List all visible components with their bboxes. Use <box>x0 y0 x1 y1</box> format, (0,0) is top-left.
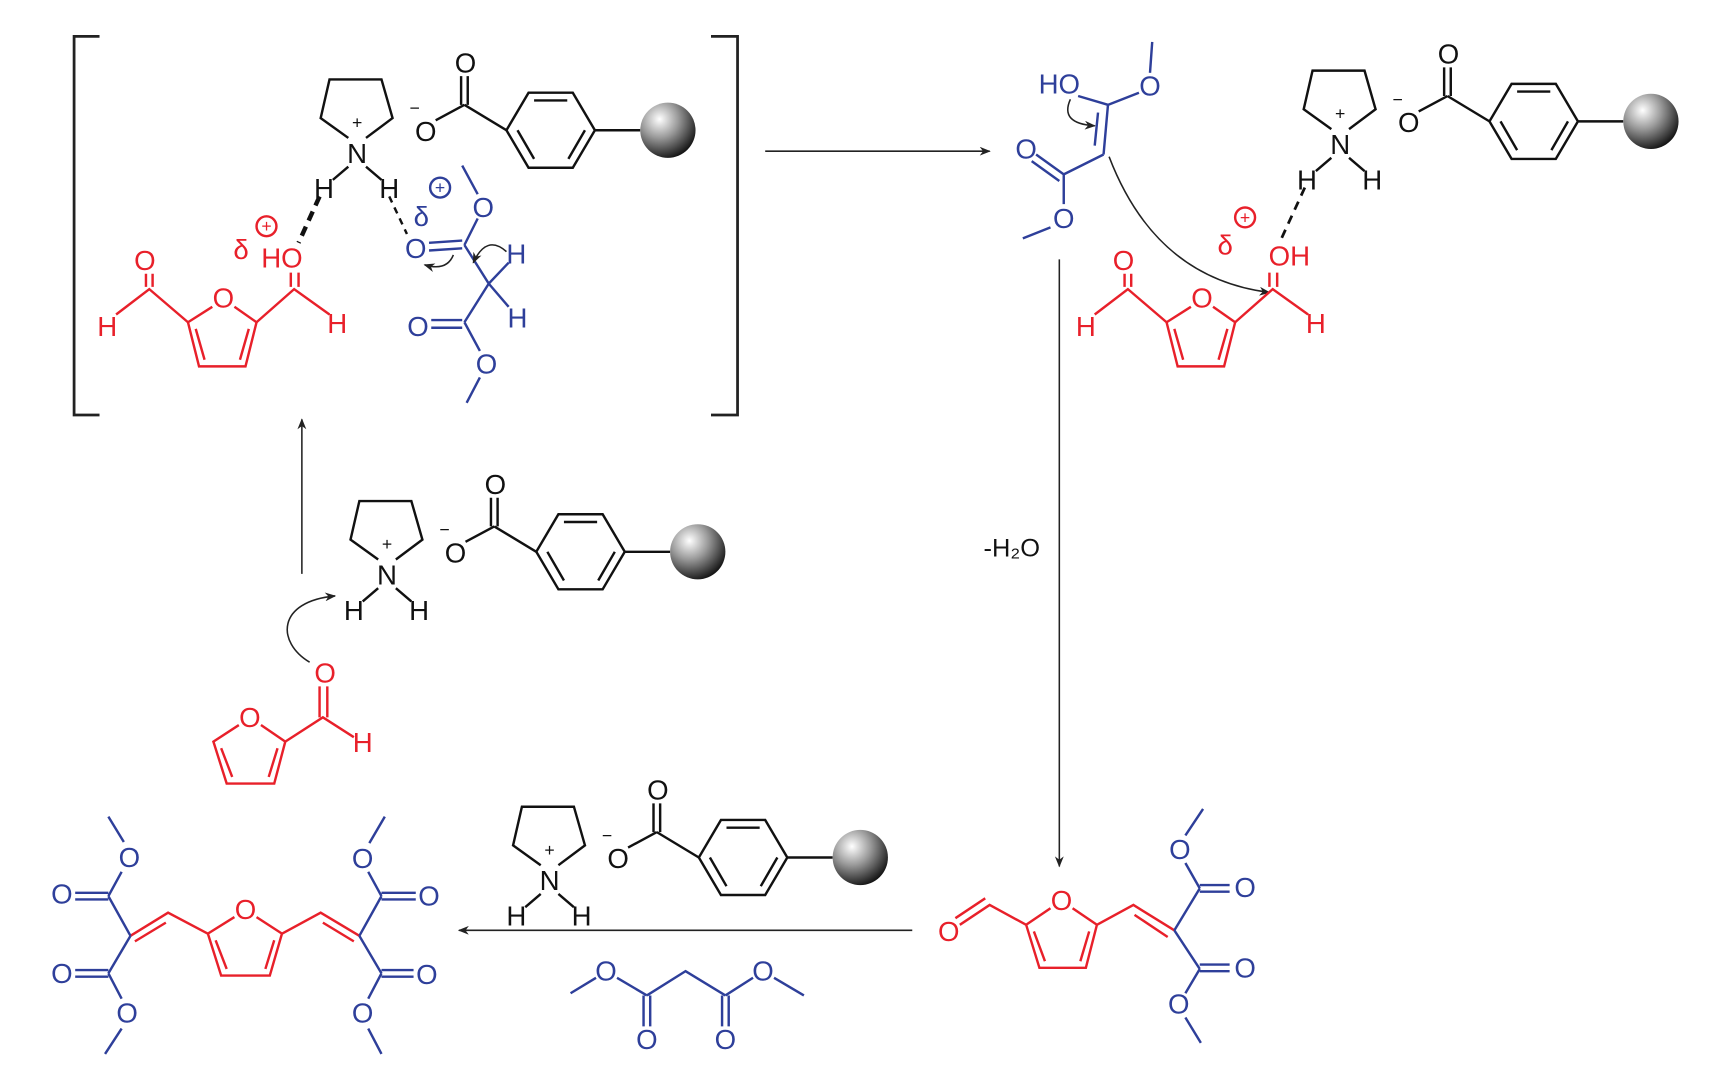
catalyst-transition-state <box>312 46 697 206</box>
atom-o: O <box>418 881 440 912</box>
partial-positive-circle <box>1233 206 1257 229</box>
plus-charge: + <box>435 178 445 198</box>
atom-o: O <box>116 998 138 1029</box>
curved-electron-arrow <box>423 254 455 272</box>
bis-condensation-product: O O O O O O O O O <box>51 816 440 1055</box>
plus-charge: + <box>261 216 271 236</box>
atom-o: O <box>1234 952 1256 983</box>
atom-o: O <box>407 311 429 342</box>
atom-o: O <box>715 1024 737 1055</box>
curved-electron-arrow <box>472 244 507 264</box>
plus-charge: + <box>1240 207 1250 227</box>
atom-o: O <box>416 959 438 990</box>
atom-o: O <box>1234 872 1256 903</box>
atom-o: O <box>1051 885 1073 916</box>
curved-electron-arrow <box>1066 99 1096 130</box>
atom-o: O <box>51 878 73 909</box>
hydrogen-bond-dash <box>296 195 322 244</box>
dialdehyde-transition-state <box>96 243 349 368</box>
left-bracket <box>72 35 100 417</box>
mono-condensation-product: O O O O O O <box>938 808 1256 1044</box>
curved-electron-arrow <box>286 592 337 663</box>
water-elimination-label: -H₂O <box>984 534 1040 562</box>
atom-o: O <box>314 658 336 689</box>
atom-o: O <box>1168 989 1190 1020</box>
right-bracket <box>711 35 739 417</box>
dimethyl-malonate-transition-state: O O H H O O δ + <box>405 164 528 404</box>
partial-positive-circle <box>428 176 452 199</box>
atom-o: O <box>1169 834 1191 865</box>
malonate-enol-intermediate: HO O O O <box>1015 41 1271 296</box>
hydroxyl-label: HO <box>1039 68 1080 99</box>
atom-o: O <box>595 956 617 987</box>
atom-o: O <box>352 843 374 874</box>
dimethyl-malonate-reagent: O O O O <box>569 956 805 1055</box>
atom-o: O <box>1015 133 1037 164</box>
delta-label: δ <box>414 201 429 232</box>
delta-label: δ <box>233 234 248 265</box>
hydrogen-bond-dash <box>1279 187 1307 242</box>
atom-o: O <box>51 958 73 989</box>
atom-o: O <box>752 956 774 987</box>
catalyst-second-condensation <box>505 773 890 933</box>
furfural: O O H <box>211 592 373 785</box>
partial-positive-circle <box>255 215 278 238</box>
atom-o: O <box>938 916 960 947</box>
catalyst-enol-step <box>1295 37 1680 197</box>
atom-o: O <box>239 702 261 733</box>
delta-label: δ <box>1217 230 1232 261</box>
atom-o: O <box>1053 203 1075 234</box>
atom-o: O <box>1139 71 1161 102</box>
hydroxyl-label: OH <box>1269 241 1310 272</box>
catalyst-activation <box>342 467 727 627</box>
atom-o: O <box>636 1024 658 1055</box>
atom-o: O <box>476 349 498 380</box>
atom-h: H <box>506 238 526 269</box>
atom-h: H <box>353 727 373 758</box>
atom-o: O <box>472 192 494 223</box>
atom-o: O <box>405 233 427 264</box>
atom-o: O <box>119 842 141 873</box>
curved-attack-arrow <box>1108 156 1271 296</box>
atom-h: H <box>508 302 528 333</box>
hydroxyl-label: HO <box>261 243 302 274</box>
atom-o: O <box>235 894 257 925</box>
atom-o: O <box>352 998 374 1029</box>
